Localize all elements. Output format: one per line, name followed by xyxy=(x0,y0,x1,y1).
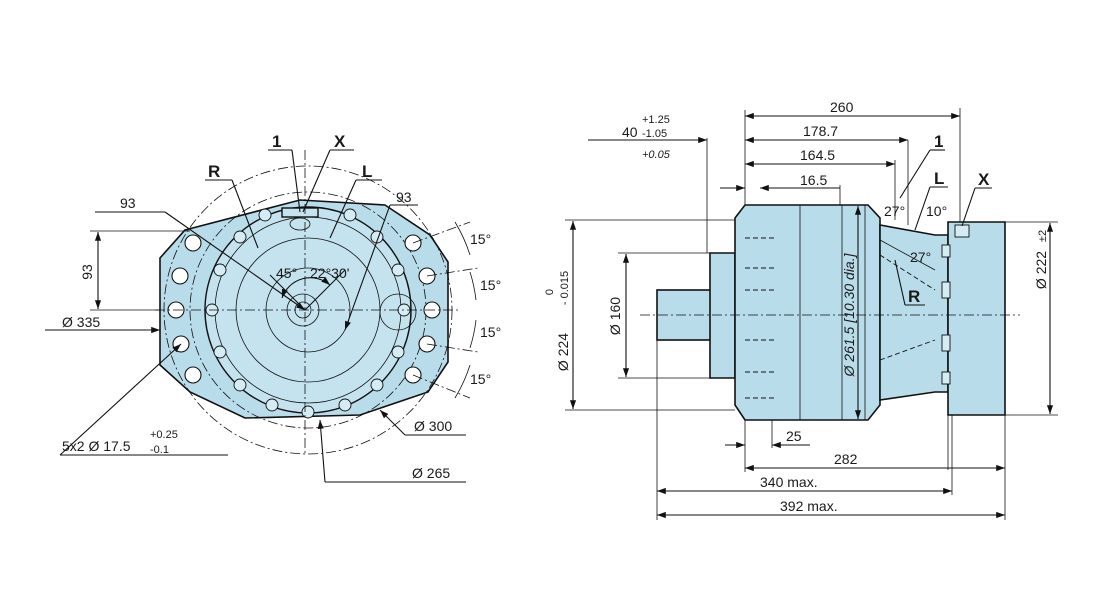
front-label-l: L xyxy=(362,162,372,181)
side-dim-340-max: 340 max. xyxy=(760,474,818,490)
front-hole-tol-lower: -0.1 xyxy=(150,444,169,456)
front-angle-15-b: 15° xyxy=(480,277,501,293)
front-side-circle xyxy=(379,293,417,331)
front-angle-15-c: 15° xyxy=(480,324,501,340)
side-dim-16-5: 16.5 xyxy=(800,172,827,188)
side-dim-178-7: 178.7 xyxy=(803,123,838,139)
side-label-x: X xyxy=(978,170,990,189)
front-angle-45: 45° xyxy=(276,265,297,281)
side-dim-224-tol-upper: 0 xyxy=(544,289,556,295)
side-collar xyxy=(709,252,736,379)
front-view: R 1 X L 93 93 93 Ø 335 xyxy=(45,132,501,483)
front-dim-265: Ø 265 xyxy=(412,465,450,481)
side-angle-27-mid: 27° xyxy=(910,249,931,265)
side-dim-261-5: Ø 261.5 [10.30 dia.] xyxy=(841,252,857,377)
front-label-x: X xyxy=(334,132,346,151)
side-dim-260: 260 xyxy=(830,99,854,115)
front-label-r: R xyxy=(208,162,220,181)
side-rear-cap xyxy=(947,221,1006,416)
side-angle-10: 10° xyxy=(926,203,947,219)
side-dim-40-note: +0.05 xyxy=(642,149,671,161)
side-main-housing xyxy=(734,204,881,421)
side-dim-222-tol: ±2 xyxy=(1037,230,1049,242)
side-dim-282: 282 xyxy=(834,451,858,467)
front-label-1: 1 xyxy=(272,132,281,151)
side-label-l: L xyxy=(934,169,944,188)
side-dim-40-tol-upper: +1.25 xyxy=(642,114,670,126)
side-dim-25: 25 xyxy=(786,428,802,444)
side-label-r: R xyxy=(908,287,920,306)
front-hole-spec: 5x2 Ø 17.5 xyxy=(62,438,131,454)
side-view: 260 178.7 164.5 16.5 40 +1.25 -1.05 +0.0… xyxy=(544,99,1058,520)
side-dim-224: Ø 224 xyxy=(555,333,571,371)
front-angle-15-d: 15° xyxy=(470,371,491,387)
side-dim-40: 40 xyxy=(622,124,638,140)
side-dim-222: Ø 222 xyxy=(1033,251,1049,289)
front-angle-15-a: 15° xyxy=(470,231,491,247)
side-angle-27-top: 27° xyxy=(884,203,905,219)
side-dim-164-5: 164.5 xyxy=(800,147,835,163)
front-dim-335: Ø 335 xyxy=(62,314,100,330)
front-dim-93-right: 93 xyxy=(396,189,412,205)
side-dim-40-tol-lower: -1.05 xyxy=(642,128,667,140)
front-dim-93-left: 93 xyxy=(120,195,136,211)
side-dim-224-tol-lower: - 0.015 xyxy=(559,271,571,305)
front-hole-tol-upper: +0.25 xyxy=(150,429,178,441)
front-dim-300: Ø 300 xyxy=(414,418,452,434)
side-label-1: 1 xyxy=(934,132,943,151)
side-dim-160: Ø 160 xyxy=(607,297,623,335)
front-angle-22-30: 22°30' xyxy=(310,265,349,281)
side-dim-392-max: 392 max. xyxy=(780,498,838,514)
front-dim-93-vertical: 93 xyxy=(79,264,95,280)
